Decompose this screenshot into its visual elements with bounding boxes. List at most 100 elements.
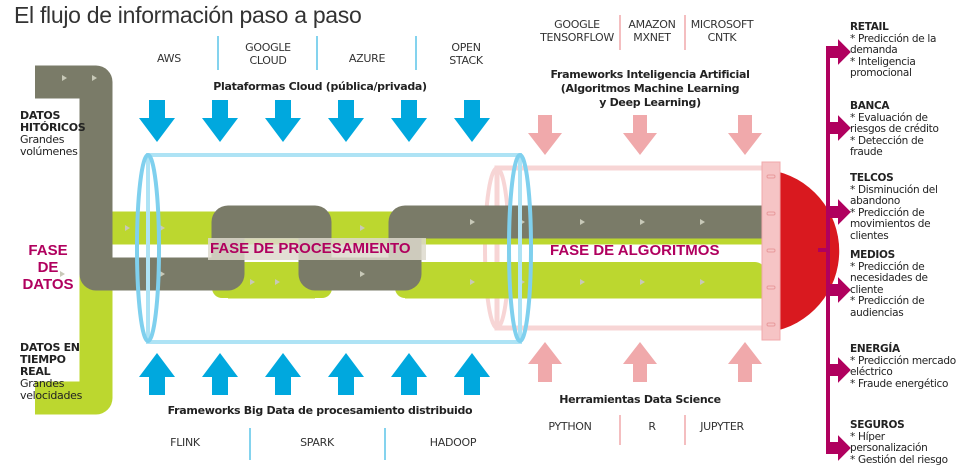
ai-caption-line: y Deep Learning)	[599, 96, 701, 109]
cloud-caption: Plataformas Cloud (pública/privada)	[213, 80, 427, 93]
phase-procesamiento: FASE DE PROCESAMIENTO	[210, 240, 411, 257]
sector-item: * Detección de fraude	[850, 134, 924, 158]
ai-caption: Frameworks Inteligencia Artificial (Algo…	[530, 68, 770, 110]
flow-arrow-icon	[125, 225, 130, 231]
historic-sub: Grandes volúmenes	[20, 133, 78, 158]
sector-1: BANCA* Evaluación de riesgos de crédito*…	[850, 100, 957, 159]
vendor-google-cloud: GOOGLE CLOUD	[245, 41, 291, 67]
vendor-spark: SPARK	[300, 436, 334, 449]
arrow-down-icon	[139, 100, 175, 142]
sector-name: RETAIL	[850, 21, 889, 33]
sector-arrow-icon	[826, 277, 851, 303]
ai-arrows	[528, 115, 762, 382]
sector-item: * Predicción mercado eléctrico	[850, 354, 956, 378]
sector-arrow-icon	[826, 435, 851, 461]
sector-arrow-icon	[826, 357, 851, 383]
sector-item: * Fraude energético	[850, 377, 949, 390]
flow-arrow-icon	[640, 219, 645, 225]
flow-arrow-icon	[470, 219, 475, 225]
arrow-up-icon	[328, 353, 364, 395]
processing-cylinder	[135, 153, 533, 344]
sector-item: * Predicción de audiencias	[850, 295, 925, 319]
cloud-arrows	[139, 100, 490, 395]
arrow-down-icon	[202, 100, 238, 142]
sector-4: ENERGÍA* Predicción mercado eléctrico* F…	[850, 343, 957, 390]
sector-item: * Disminución del abandono	[850, 183, 938, 207]
arrow-up-icon	[391, 353, 427, 395]
historic-title: DATOS HITÓRICOS	[20, 109, 86, 134]
flow-arrow-icon	[580, 279, 585, 285]
arrow-down-icon	[265, 100, 301, 142]
vendor-mxnet: AMAZON MXNET	[628, 18, 676, 44]
flow-arrow-icon	[700, 279, 705, 285]
arrow-down-icon	[454, 100, 490, 142]
sector-5: SEGUROS* Híper personalización* Gestión …	[850, 419, 957, 466]
sector-3: MEDIOS* Predicción de necesidades de cli…	[850, 249, 957, 319]
sector-name: SEGUROS	[850, 419, 905, 431]
arrow-up-icon	[728, 342, 762, 382]
sector-item: * Híper personalización	[850, 430, 928, 454]
sector-name: TELCOS	[850, 172, 894, 184]
arrow-up-icon	[265, 353, 301, 395]
vendor-python: PYTHON	[548, 420, 592, 433]
vendor-aws: AWS	[157, 52, 181, 65]
flow-arrow-icon	[470, 279, 475, 285]
sector-item: * Predicción de la demanda	[850, 32, 937, 56]
vendor-flink: FLINK	[170, 436, 200, 449]
flow-arrow-icon	[360, 225, 365, 231]
flow-arrow-icon	[160, 225, 165, 231]
arrow-down-icon	[328, 100, 364, 142]
vendor-openstack: OPEN STACK	[449, 41, 483, 67]
realtime-sub: Grandes velocidades	[20, 377, 83, 402]
sector-item: * Inteligencia promocional	[850, 55, 916, 79]
flow-arrow-icon	[62, 75, 67, 81]
ai-caption-line: (Algoritmos Machine Learning	[560, 82, 740, 95]
sector-name: BANCA	[850, 100, 890, 112]
flow-arrow-icon	[700, 219, 705, 225]
arrow-down-icon	[728, 115, 762, 155]
realtime-title: DATOS EN TIEMPO REAL	[20, 341, 80, 378]
arrow-up-icon	[202, 353, 238, 395]
vendor-azure: AZURE	[348, 52, 386, 65]
bigdata-caption: Frameworks Big Data de procesamiento dis…	[167, 404, 473, 417]
cloud-dividers	[217, 36, 417, 70]
processing-label-bg	[208, 238, 426, 260]
ai-dividers	[619, 15, 686, 445]
vendor-tensorflow: GOOGLE TENSORFLOW	[540, 18, 614, 44]
phase-datos: FASE DE DATOS	[22, 242, 74, 293]
sector-item: * Gestión del riesgo	[850, 453, 948, 466]
arrow-down-icon	[623, 115, 657, 155]
vendor-jupyter: JUPYTER	[700, 420, 744, 433]
flow-arrow-icon	[60, 271, 65, 277]
sector-bracket	[818, 39, 851, 461]
vendor-hadoop: HADOOP	[429, 436, 477, 449]
vendor-cntk: MICROSOFT CNTK	[690, 18, 754, 44]
flow-arrow-icon	[92, 75, 97, 81]
flow-direction-marks	[60, 75, 705, 285]
realtime-data-label: DATOS EN TIEMPO REAL Grandes velocidades	[20, 342, 82, 402]
ai-caption-line: Frameworks Inteligencia Artificial	[550, 68, 750, 81]
arrow-down-icon	[391, 100, 427, 142]
sector-item: * Predicción de necesidades de cliente	[850, 260, 928, 296]
historic-data-label: DATOS HITÓRICOS Grandes volúmenes	[20, 109, 86, 158]
arrow-up-icon	[454, 353, 490, 395]
datascience-caption: Herramientas Data Science	[559, 393, 721, 406]
flow-arrow-icon	[360, 271, 365, 277]
sector-item: * Evaluación de riesgos de crédito	[850, 111, 939, 135]
arrow-up-icon	[623, 342, 657, 382]
flow-arrow-icon	[275, 279, 280, 285]
flow-arrow-icon	[160, 271, 165, 277]
sector-0: RETAIL* Predicción de la demanda* Inteli…	[850, 21, 957, 80]
arrow-down-icon	[528, 115, 562, 155]
arrow-up-icon	[528, 342, 562, 382]
vendor-r: R	[648, 420, 656, 433]
flow-arrow-icon	[580, 219, 585, 225]
flow-arrow-icon	[640, 279, 645, 285]
phase-algoritmos: FASE DE ALGORITMOS	[550, 242, 720, 259]
bigdata-dividers	[249, 428, 386, 460]
output-node	[761, 161, 840, 341]
sector-arrow-icon	[826, 199, 851, 225]
flow-arrow-icon	[250, 279, 255, 285]
sector-item: * Predicción de movimientos de clientes	[850, 206, 931, 242]
